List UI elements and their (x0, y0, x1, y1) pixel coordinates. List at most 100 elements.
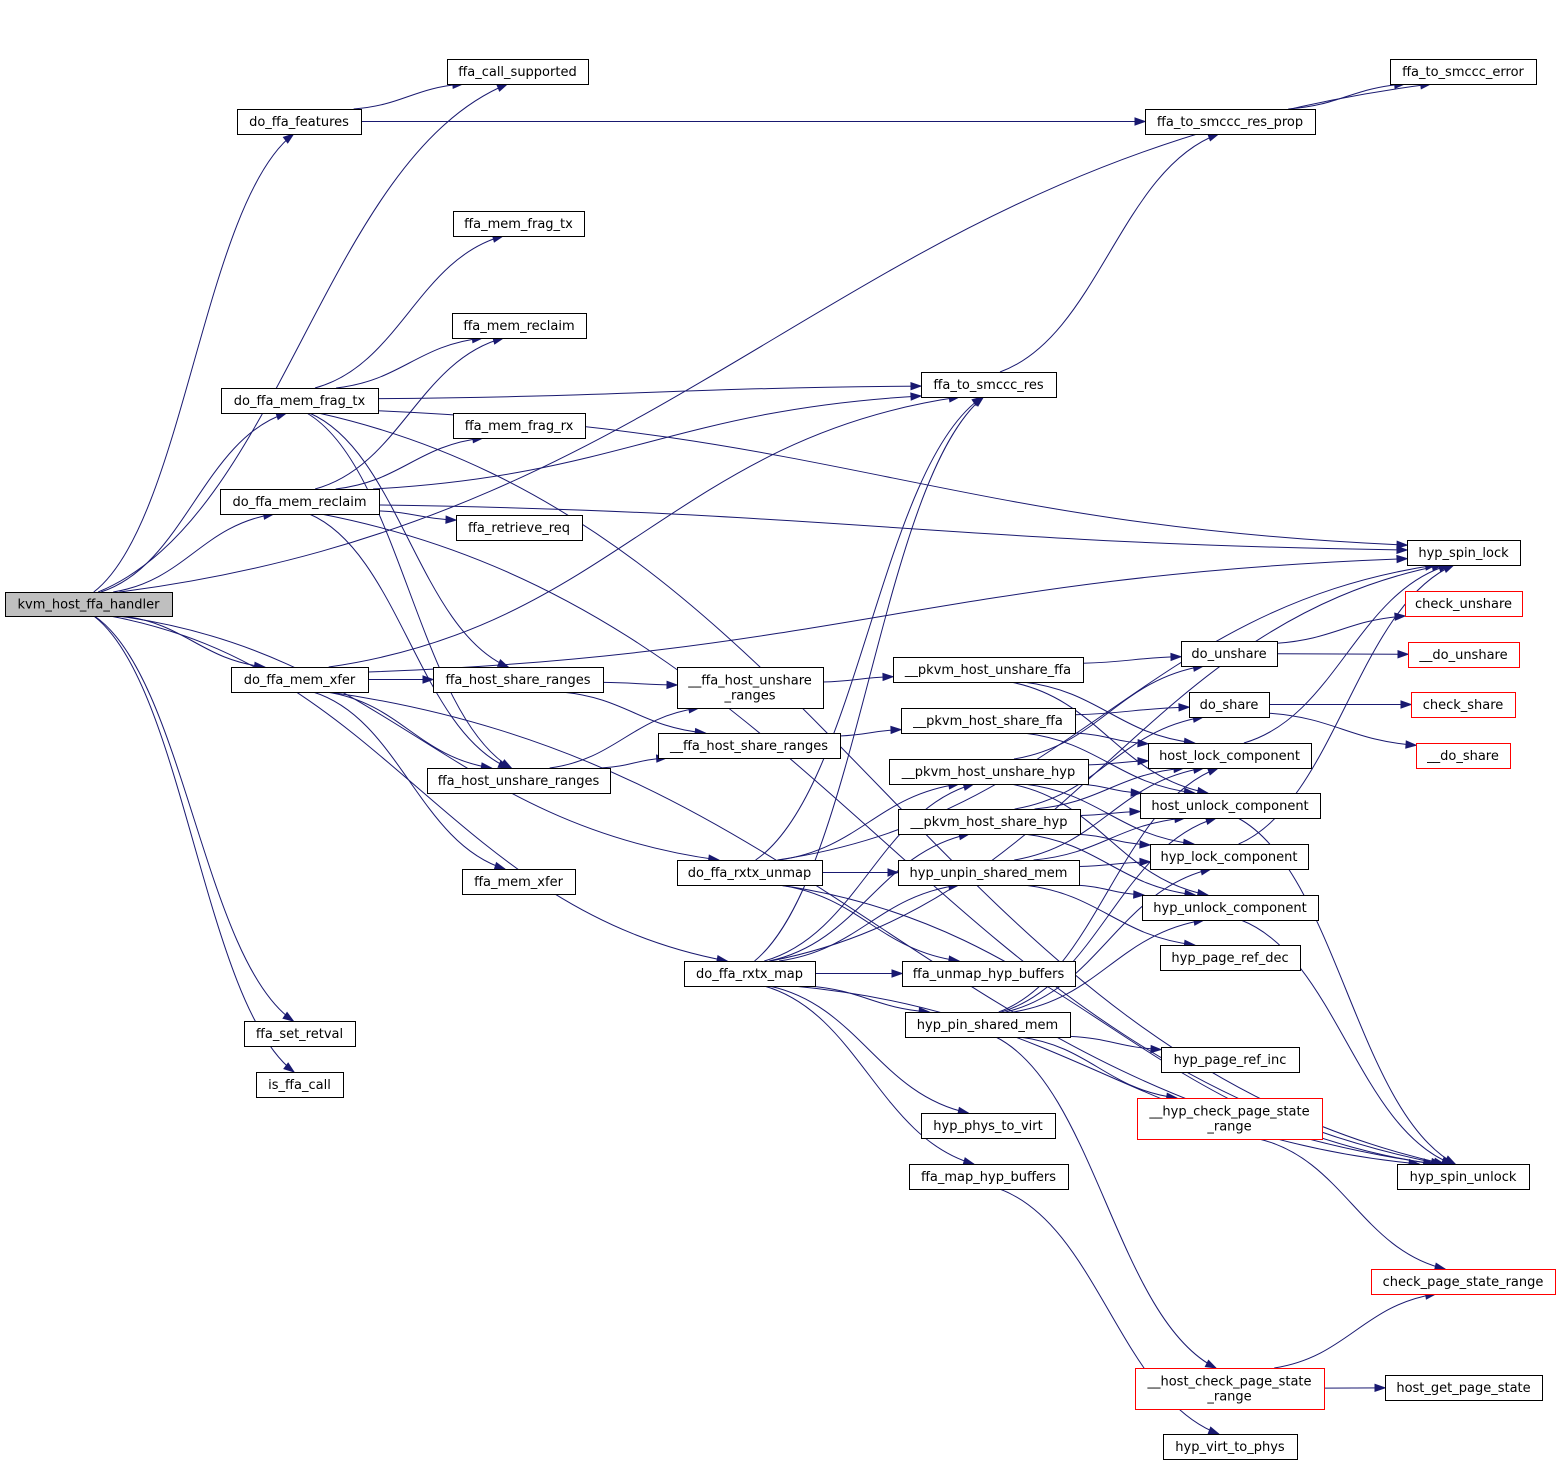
node-box (898, 860, 1080, 886)
node-hyp_virt_to_phys[interactable]: hyp_virt_to_phys (1163, 1434, 1298, 1460)
node-do_ffa_mem_reclaim[interactable]: do_ffa_mem_reclaim (220, 489, 380, 515)
node-host_get_page_state[interactable]: host_get_page_state (1385, 1375, 1543, 1401)
node-label: __host_check_page_state (1146, 1375, 1311, 1390)
node-box (1397, 1164, 1530, 1190)
node-ffa_host_share_ranges[interactable]: ffa_host_share_ranges (433, 667, 604, 693)
node-do_ffa_features[interactable]: do_ffa_features (237, 109, 362, 135)
node-check_page_state_range[interactable]: check_page_state_range (1371, 1269, 1556, 1295)
node-label: kvm_host_ffa_handler (17, 598, 160, 613)
node-ffa_to_smccc_error[interactable]: ffa_to_smccc_error (1390, 59, 1537, 85)
edge-hyp_unpin_shared_mem-to-host_lock_component (1014, 767, 1204, 861)
node-do_ffa_rxtx_map[interactable]: do_ffa_rxtx_map (684, 961, 816, 987)
node-label: ffa_unmap_hyp_buffers (913, 967, 1065, 982)
node-box (447, 59, 589, 85)
arrowhead-hyp_page_ref_inc (1150, 1044, 1163, 1054)
node-__pkvm_host_unshare_hyp[interactable]: __pkvm_host_unshare_hyp (889, 759, 1089, 785)
edge-ffa_host_share_ranges-to-__ffa_host_unshare_ranges (602, 681, 678, 686)
node-do_unshare[interactable]: do_unshare (1181, 641, 1278, 667)
node-check_unshare[interactable]: check_unshare (1405, 591, 1523, 617)
node-hyp_lock_component[interactable]: hyp_lock_component (1150, 844, 1309, 870)
node-hyp_spin_unlock[interactable]: hyp_spin_unlock (1397, 1164, 1530, 1190)
edge-do_ffa_mem_frag_tx-to-ffa_mem_frag_tx (314, 235, 504, 389)
arrowhead-ffa_host_unshare_ranges (497, 760, 511, 769)
edge-hyp_unpin_shared_mem-to-host_unlock_component (1033, 817, 1185, 861)
node-ffa_retrieve_req[interactable]: ffa_retrieve_req (456, 515, 583, 541)
node-hyp_phys_to_virt[interactable]: hyp_phys_to_virt (921, 1113, 1056, 1139)
node-label: check_page_state_range (1383, 1275, 1544, 1290)
node-label: do_ffa_rxtx_unmap (688, 866, 811, 881)
node-__do_unshare[interactable]: __do_unshare (1408, 642, 1520, 668)
node-label: _range (1206, 1120, 1251, 1135)
node-__do_share[interactable]: __do_share (1416, 743, 1511, 769)
node-do_share[interactable]: do_share (1189, 692, 1270, 718)
node-label: ffa_to_smccc_res (933, 378, 1043, 393)
node-ffa_mem_frag_rx[interactable]: ffa_mem_frag_rx (453, 413, 586, 439)
node-__pkvm_host_share_ffa[interactable]: __pkvm_host_share_ffa (901, 708, 1076, 734)
node-label: __do_unshare (1418, 648, 1507, 663)
node-ffa_to_smccc_res[interactable]: ffa_to_smccc_res (921, 372, 1057, 398)
node-hyp_pin_shared_mem[interactable]: hyp_pin_shared_mem (905, 1012, 1071, 1038)
arrowhead-do_ffa_features (282, 133, 295, 144)
arrowhead-hyp_unlock_component (1133, 890, 1146, 899)
arrowhead-__do_share (1405, 740, 1418, 749)
node-hyp_page_ref_dec[interactable]: hyp_page_ref_dec (1160, 945, 1301, 971)
node-host_lock_component[interactable]: host_lock_component (1148, 743, 1312, 769)
node-ffa_mem_frag_tx[interactable]: ffa_mem_frag_tx (453, 211, 585, 237)
node-ffa_call_supported[interactable]: ffa_call_supported (447, 59, 589, 85)
node-hyp_unlock_component[interactable]: hyp_unlock_component (1142, 895, 1319, 921)
node-hyp_unpin_shared_mem[interactable]: hyp_unpin_shared_mem (898, 860, 1080, 886)
edge-ffa_host_unshare_ranges-to-__ffa_host_unshare_ranges (549, 707, 700, 769)
node-hyp_spin_lock[interactable]: hyp_spin_lock (1407, 540, 1521, 566)
edge-hyp_pin_shared_mem-to-__hyp_check_page_state_range (1019, 1036, 1177, 1099)
node-host_unlock_component[interactable]: host_unlock_component (1140, 793, 1321, 819)
node-ffa_to_smccc_res_prop[interactable]: ffa_to_smccc_res_prop (1145, 109, 1316, 135)
node-check_share[interactable]: check_share (1411, 692, 1516, 718)
edge-do_ffa_rxtx_map-to-hyp_phys_to_virt (769, 985, 969, 1114)
node-label: ffa_mem_frag_rx (465, 419, 574, 434)
node-__pkvm_host_unshare_ffa[interactable]: __pkvm_host_unshare_ffa (893, 657, 1084, 683)
node-ffa_map_hyp_buffers[interactable]: ffa_map_hyp_buffers (909, 1164, 1069, 1190)
arrowhead-__do_unshare (1397, 650, 1410, 659)
edge-__pkvm_host_share_hyp-to-host_lock_component (1034, 767, 1184, 810)
node-__hyp_check_page_state_range[interactable]: __hyp_check_page_state_range (1137, 1098, 1323, 1140)
edge-__ffa_host_unshare_ranges-to-__pkvm_host_unshare_ffa (822, 676, 894, 683)
node-do_ffa_rxtx_unmap[interactable]: do_ffa_rxtx_unmap (677, 860, 823, 886)
node-ffa_mem_reclaim[interactable]: ffa_mem_reclaim (452, 313, 587, 339)
node-ffa_host_unshare_ranges[interactable]: ffa_host_unshare_ranges (427, 768, 611, 794)
node-is_ffa_call[interactable]: is_ffa_call (256, 1072, 344, 1098)
node-do_ffa_mem_frag_tx[interactable]: do_ffa_mem_frag_tx (221, 388, 379, 414)
arrowhead-ffa_call_supported (496, 83, 509, 92)
node-__pkvm_host_share_hyp[interactable]: __pkvm_host_share_hyp (898, 809, 1081, 835)
node-ffa_mem_xfer[interactable]: ffa_mem_xfer (462, 869, 576, 895)
node-hyp_page_ref_inc[interactable]: hyp_page_ref_inc (1161, 1047, 1300, 1073)
node-__ffa_host_share_ranges[interactable]: __ffa_host_share_ranges (658, 733, 841, 759)
edge-ffa_map_hyp_buffers-to-hyp_virt_to_phys (999, 1188, 1219, 1435)
node-__ffa_host_unshare_ranges[interactable]: __ffa_host_unshare_ranges (677, 667, 824, 709)
node-label: hyp_lock_component (1161, 850, 1298, 865)
node-__host_check_page_state_range[interactable]: __host_check_page_state_range (1135, 1368, 1325, 1410)
edge-do_share-to-__do_share (1268, 712, 1417, 746)
node-ffa_unmap_hyp_buffers[interactable]: ffa_unmap_hyp_buffers (902, 961, 1076, 987)
node-label: ffa_call_supported (458, 65, 576, 80)
node-label: __pkvm_host_unshare_hyp (901, 765, 1075, 780)
node-label: do_ffa_features (249, 115, 349, 130)
edge-ffa_host_share_ranges-to-__ffa_host_share_ranges (561, 691, 706, 734)
node-do_ffa_mem_xfer[interactable]: do_ffa_mem_xfer (231, 667, 369, 693)
node-box (244, 1021, 356, 1047)
node-label: hyp_unlock_component (1153, 901, 1306, 916)
node-box (1411, 692, 1516, 718)
node-kvm_host_ffa_handler[interactable]: kvm_host_ffa_handler (5, 592, 173, 617)
arrowhead-ffa_map_hyp_buffers (962, 1157, 976, 1166)
arrowhead-__pkvm_host_share_ffa (890, 725, 903, 735)
edge-hyp_pin_shared_mem-to-hyp_page_ref_inc (1069, 1035, 1162, 1051)
node-ffa_set_retval[interactable]: ffa_set_retval (244, 1021, 356, 1047)
node-box (256, 1072, 344, 1098)
node-box (1160, 945, 1301, 971)
edge-kvm_host_ffa_handler-to-ffa_to_smccc_error (119, 83, 1431, 593)
node-label: do_ffa_rxtx_map (696, 967, 803, 982)
edge-do_ffa_mem_reclaim-to-ffa_to_smccc_res (373, 395, 922, 490)
edge-do_ffa_mem_reclaim-to-ffa_mem_reclaim (314, 337, 504, 490)
edge-do_ffa_rxtx_map-to-hyp_pin_shared_mem (807, 985, 930, 1013)
edge-do_ffa_mem_reclaim-to-hyp_spin_lock (378, 504, 1408, 551)
